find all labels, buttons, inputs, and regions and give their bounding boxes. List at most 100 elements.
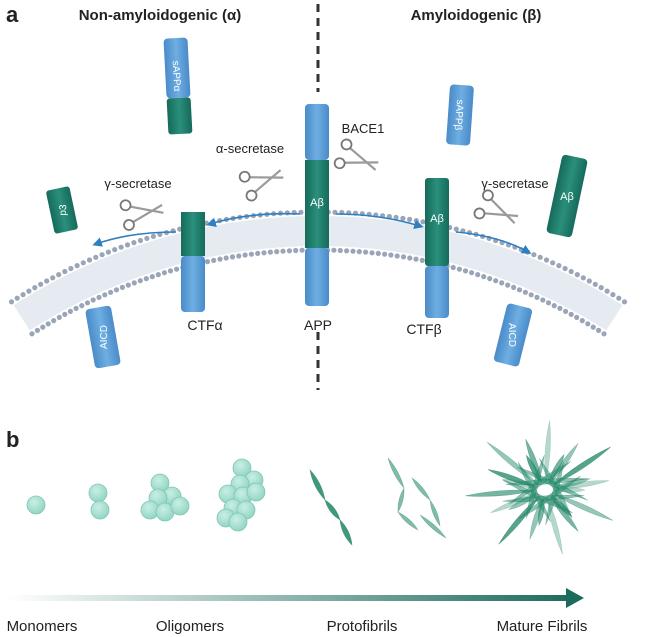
gamma-secretase-left-label: γ-secretase bbox=[104, 176, 171, 191]
lipid-head bbox=[144, 235, 150, 241]
lipid-head bbox=[450, 264, 456, 271]
lipid-head bbox=[299, 247, 305, 253]
panel-b-label: b bbox=[6, 427, 19, 452]
lipid-head bbox=[229, 254, 236, 260]
lipid-head bbox=[211, 257, 217, 263]
lipid-head bbox=[531, 252, 537, 258]
peptide-bead bbox=[90, 500, 110, 520]
fibril-strand bbox=[387, 457, 405, 489]
lipid-head bbox=[540, 297, 546, 303]
lipid-head bbox=[456, 266, 462, 272]
lipid-head bbox=[248, 251, 254, 257]
lipid-head bbox=[79, 303, 85, 309]
sappb-label: sAPPβ bbox=[452, 99, 465, 131]
abeta-free-label: Aβ bbox=[560, 191, 574, 203]
lipid-head bbox=[40, 324, 46, 330]
fibril-strand bbox=[397, 511, 419, 531]
ctf-alpha-label: CTFα bbox=[187, 317, 222, 333]
fibril-strand bbox=[339, 519, 353, 546]
lipid-head bbox=[102, 292, 108, 298]
lipid-head bbox=[574, 272, 580, 278]
p3-fragment: p3 bbox=[46, 186, 78, 234]
lipid-head bbox=[293, 247, 299, 254]
lipid-head bbox=[344, 248, 350, 254]
lipid-head bbox=[67, 308, 73, 314]
lipid-head bbox=[131, 280, 137, 286]
lipid-head bbox=[585, 321, 591, 327]
aicd-left-label: AICD bbox=[99, 325, 110, 349]
app-label: APP bbox=[304, 317, 332, 333]
aicd-left-fragment: AICD bbox=[85, 305, 121, 369]
release-arrow-right bbox=[455, 231, 532, 254]
lipid-head bbox=[20, 292, 26, 298]
ctf-beta-label: CTFβ bbox=[406, 321, 441, 337]
dimer-cluster bbox=[88, 483, 110, 520]
lipid-head bbox=[45, 321, 51, 327]
lipid-head bbox=[56, 272, 62, 278]
lipid-head bbox=[568, 311, 574, 317]
lipid-head bbox=[505, 282, 511, 288]
peptide-bead bbox=[88, 483, 108, 503]
lipid-head bbox=[331, 247, 337, 253]
mature-fibril-network bbox=[465, 420, 614, 555]
lipid-head bbox=[382, 251, 388, 257]
lipid-head bbox=[493, 278, 499, 284]
lipid-head bbox=[32, 285, 38, 291]
lipid-head bbox=[14, 295, 20, 301]
lipid-head bbox=[534, 294, 540, 300]
lipid-head bbox=[369, 250, 375, 256]
stage-monomers: Monomers bbox=[7, 618, 78, 635]
lipid-head bbox=[62, 268, 68, 275]
lipid-head bbox=[167, 268, 174, 274]
lipid-head bbox=[84, 300, 91, 306]
sappb-fragment: sAPPβ bbox=[446, 84, 474, 146]
lipid-head bbox=[413, 256, 419, 262]
scissors-bace1-icon bbox=[333, 138, 379, 171]
bace1-label: BACE1 bbox=[342, 121, 385, 136]
lipid-head bbox=[568, 268, 574, 275]
oligomer-cluster bbox=[140, 473, 190, 522]
lipid-head bbox=[579, 318, 585, 324]
lipid-head bbox=[125, 282, 131, 288]
fibril-strand bbox=[411, 477, 431, 501]
lipid-head bbox=[522, 289, 529, 295]
peptide-bead bbox=[228, 512, 248, 532]
lipid-head bbox=[161, 270, 167, 276]
lipid-head bbox=[616, 295, 622, 301]
lipid-head bbox=[80, 260, 86, 266]
fibril-strand bbox=[429, 498, 441, 528]
progression-arrowhead bbox=[566, 588, 584, 608]
lipid-head bbox=[177, 226, 183, 232]
lipid-head bbox=[516, 287, 523, 293]
lipid-head bbox=[26, 288, 32, 294]
lipid-head bbox=[388, 252, 394, 258]
app-protein: Aβ bbox=[305, 104, 329, 306]
stage-mature-fibrils: Mature Fibrils bbox=[497, 618, 588, 635]
lipid-head bbox=[574, 314, 580, 320]
fibril-strand bbox=[505, 477, 588, 486]
lipid-head bbox=[68, 265, 74, 272]
lipid-head bbox=[113, 287, 120, 293]
monomer-cluster bbox=[26, 495, 46, 515]
lipid-head bbox=[137, 237, 143, 244]
fibril-strand bbox=[397, 487, 405, 513]
cleavage-arrow-right bbox=[335, 213, 424, 229]
lipid-head bbox=[261, 250, 267, 256]
aicd-right-label: AICD bbox=[506, 323, 517, 347]
fibril-strand bbox=[309, 469, 326, 501]
lipid-head bbox=[124, 242, 131, 248]
scissors-gamma-left-icon bbox=[119, 199, 164, 231]
lipid-head bbox=[149, 274, 155, 280]
lipid-head bbox=[96, 294, 102, 300]
lipid-head bbox=[118, 244, 124, 250]
lipid-head bbox=[50, 275, 56, 281]
lipid-head bbox=[286, 248, 292, 254]
fibril-strand bbox=[419, 514, 447, 539]
lipid-head bbox=[610, 292, 616, 298]
p3-label: p3 bbox=[58, 204, 70, 216]
amyloidogenic-title: Amyloidogenic (β) bbox=[411, 7, 542, 24]
lipid-head bbox=[592, 281, 598, 287]
sappa-fragment: sAPPα bbox=[163, 37, 193, 135]
lipid-head bbox=[407, 255, 413, 261]
lipid-head bbox=[236, 253, 242, 259]
